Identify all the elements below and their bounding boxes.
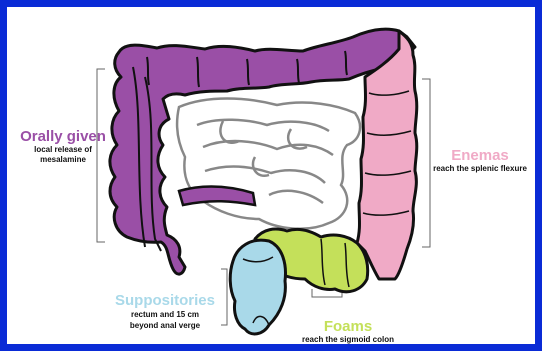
oral-title: Orally given (7, 128, 119, 145)
enema-title: Enemas (424, 147, 536, 164)
enema-label: Enemas reach the splenic flexure (424, 147, 536, 174)
oral-sub-2: mesalamine (7, 155, 119, 165)
suppository-title: Suppositories (109, 292, 221, 309)
oral-sub-1: local release of (7, 145, 119, 155)
oral-label: Orally given local release of mesalamine (7, 128, 119, 165)
foam-label: Foams reach the sigmoid colon (292, 318, 404, 345)
small-intestine (177, 99, 360, 229)
suppository-label: Suppositories rectum and 15 cm beyond an… (109, 292, 221, 331)
suppository-bracket (221, 269, 227, 325)
diagram-frame: Orally given local release of mesalamine… (7, 7, 535, 344)
foam-title: Foams (292, 318, 404, 335)
ileum-segment (179, 187, 255, 205)
suppository-sub-1: rectum and 15 cm (109, 310, 221, 320)
enema-sub-1: reach the splenic flexure (424, 164, 536, 174)
suppository-rectum (230, 240, 285, 334)
colon-diagram (7, 7, 535, 344)
suppository-sub-2: beyond anal verge (109, 321, 221, 331)
foam-sub-1: reach the sigmoid colon (292, 335, 404, 345)
